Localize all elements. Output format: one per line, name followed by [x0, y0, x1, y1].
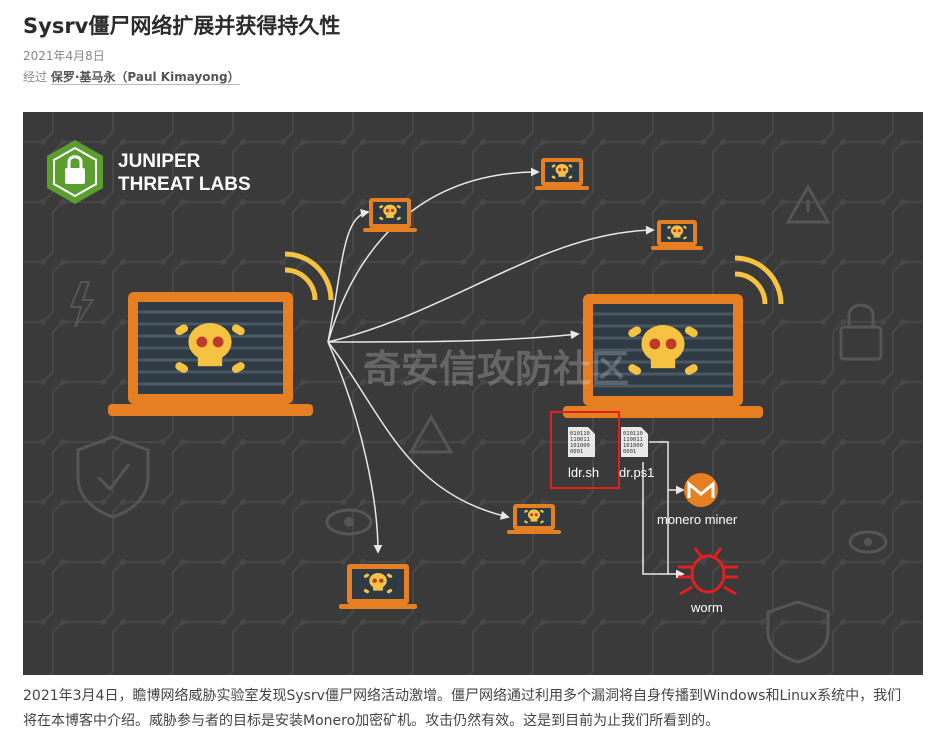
eye-icon-2 [848, 530, 888, 554]
juniper-logo [47, 140, 103, 204]
svg-text:110011: 110011 [623, 437, 643, 443]
monero-icon [684, 473, 718, 507]
warning-icon-2 [408, 413, 454, 454]
small-laptop-5 [339, 564, 417, 609]
hero-image: JUNIPER THREAT LABS [23, 112, 923, 675]
svg-text:110011: 110011 [570, 437, 590, 443]
small-laptop-4 [507, 504, 561, 534]
monero-miner-label: monero miner [657, 512, 738, 527]
ldr-sh-file: 010110 110011 101000 0001 ldr.sh [568, 427, 599, 480]
eye-icon [325, 508, 373, 536]
highlight-box [550, 411, 620, 489]
padlock-icon [839, 303, 883, 361]
svg-text:101000: 101000 [623, 443, 643, 449]
watermark: 奇安信攻防社区 [363, 347, 629, 391]
author-link[interactable]: 保罗·基马永（Paul Kimayong） [50, 70, 240, 85]
svg-text:101000: 101000 [570, 443, 590, 449]
ldr-sh-label: ldr.sh [568, 465, 599, 480]
worm-label: worm [690, 600, 723, 615]
byline-prefix: 经过 [23, 70, 48, 84]
svg-text:0001: 0001 [570, 449, 583, 455]
logo-line2: THREAT LABS [118, 174, 251, 195]
small-laptop-3 [651, 220, 703, 250]
worm-bug-icon [678, 547, 738, 596]
article-body: 2021年3月4日，瞻博网络威胁实验室发现Sysrv僵尸网络活动激增。僵尸网络通… [23, 688, 902, 729]
warning-icon [785, 183, 831, 224]
infected-laptop-target [563, 255, 784, 418]
small-laptop-2 [535, 158, 589, 190]
svg-text:010110: 010110 [623, 431, 643, 437]
dr-ps1-label: dr.ps1 [619, 465, 654, 480]
small-laptop-1 [363, 198, 417, 232]
article-title: Sysrv僵尸网络扩展并获得持久性 [23, 14, 341, 38]
shield-check-icon [76, 435, 150, 519]
svg-text:010110: 010110 [570, 431, 590, 437]
svg-text:0001: 0001 [623, 449, 636, 455]
article-date: 2021年4月8日 [23, 49, 105, 63]
lightning-icon [69, 281, 95, 328]
shield-check-icon-2 [766, 600, 830, 664]
article-byline: 经过 保罗·基马永（Paul Kimayong） [23, 68, 240, 85]
infected-laptop-main [108, 251, 334, 416]
logo-line1: JUNIPER [118, 151, 201, 172]
dr-ps1-file: 010110 110011 101000 0001 dr.ps1 [619, 427, 654, 480]
